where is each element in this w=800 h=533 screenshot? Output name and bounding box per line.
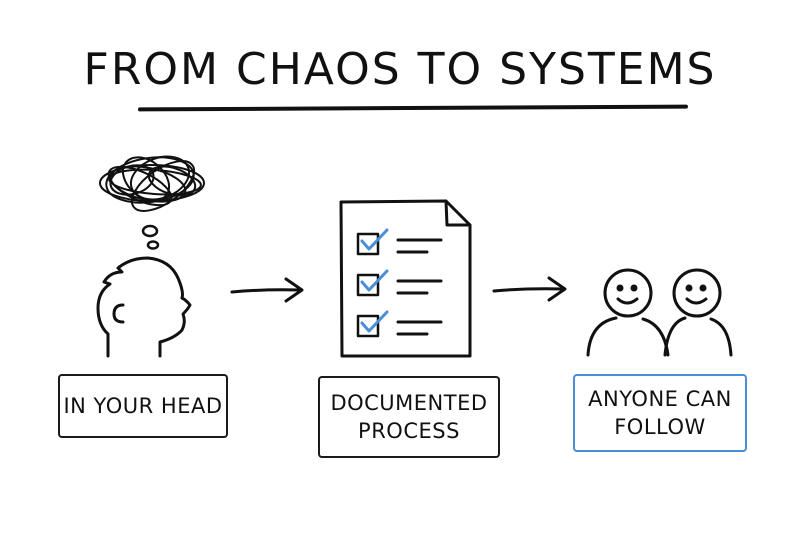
step-label-in-your-head: IN YOUR HEAD — [58, 374, 228, 438]
scribble-cloud-icon — [99, 155, 205, 212]
step-label-text: IN YOUR HEAD — [63, 394, 223, 418]
checklist-document-icon — [339, 199, 472, 358]
step-label-anyone-can-follow: ANYONE CAN FOLLOW — [573, 374, 747, 452]
thought-bubbles-icon — [141, 224, 160, 250]
thinking-head-icon — [96, 256, 192, 358]
arrow-right-icon — [230, 277, 304, 303]
step-label-line: DOCUMENTED — [330, 391, 488, 415]
arrow-right-icon — [492, 276, 567, 302]
step-label-line: PROCESS — [358, 419, 460, 443]
step-label-line: ANYONE CAN — [588, 387, 732, 411]
two-people-icon — [586, 268, 733, 357]
page-title: FROM CHAOS TO SYSTEMS — [83, 44, 717, 95]
step-label-documented-process: DOCUMENTED PROCESS — [318, 376, 500, 458]
step-label-line: FOLLOW — [614, 415, 706, 439]
